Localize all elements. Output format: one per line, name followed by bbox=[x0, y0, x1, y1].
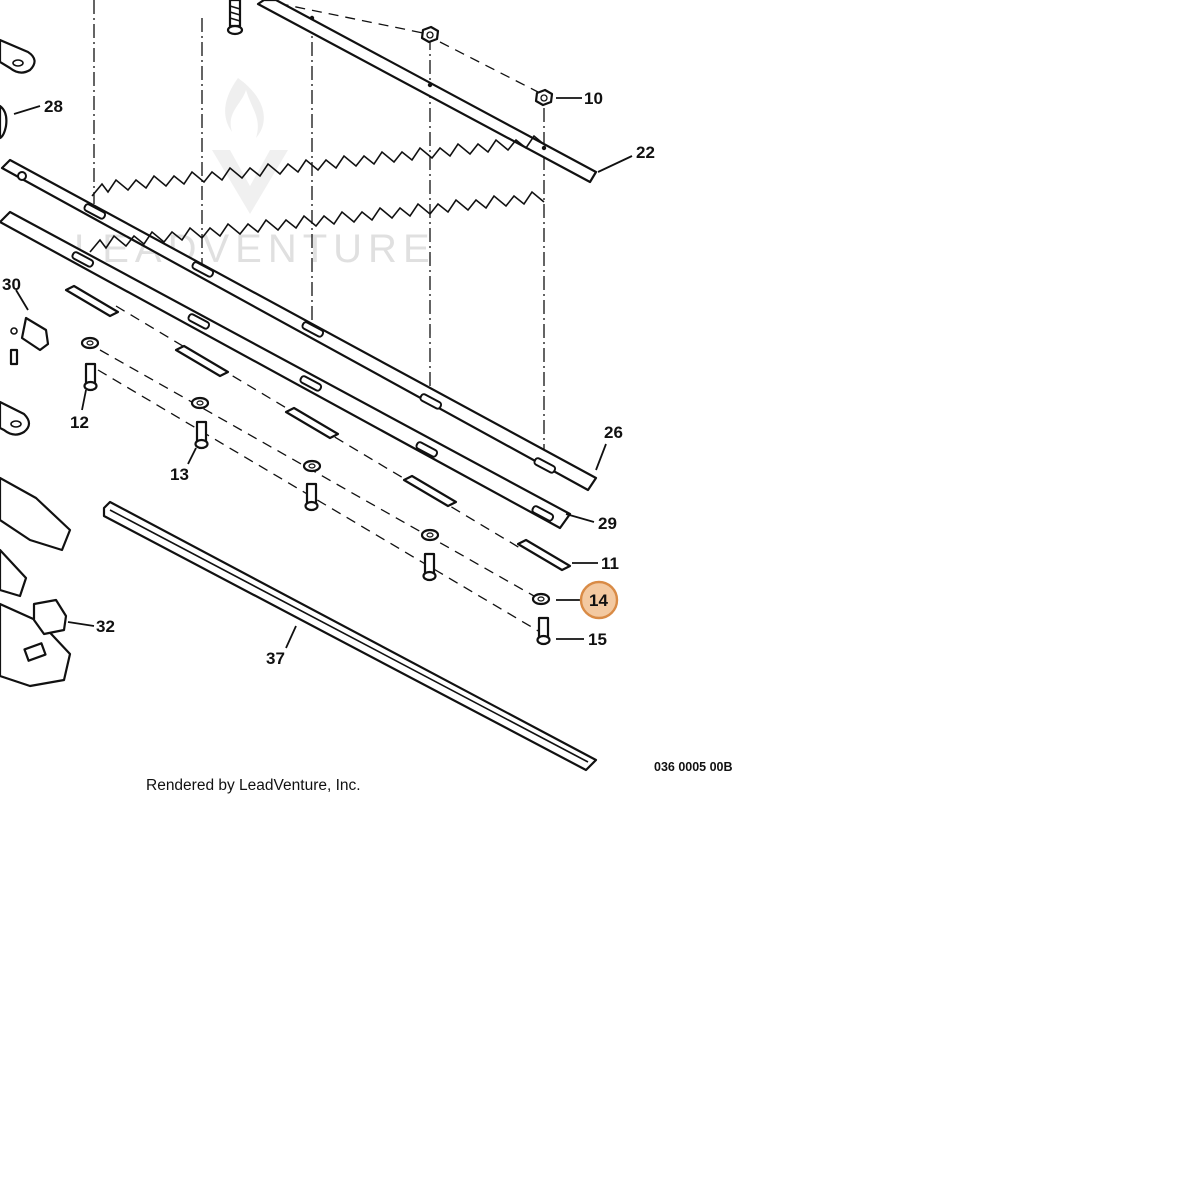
callout-15[interactable]: 15 bbox=[588, 630, 607, 649]
washers-14 bbox=[80, 336, 551, 606]
bar-22 bbox=[256, 0, 598, 184]
blade-29 bbox=[0, 190, 572, 530]
callout-12[interactable]: 12 bbox=[70, 413, 89, 432]
slide-pieces-11 bbox=[64, 284, 572, 572]
nut-10 bbox=[534, 88, 554, 107]
nut-upper bbox=[420, 25, 440, 44]
left-links bbox=[0, 38, 72, 688]
render-credit: Rendered by LeadVenture, Inc. bbox=[146, 777, 361, 794]
bracket-30 bbox=[9, 316, 50, 366]
callout-37[interactable]: 37 bbox=[266, 649, 285, 668]
callout-28[interactable]: 28 bbox=[44, 97, 63, 116]
callout-30[interactable]: 30 bbox=[2, 275, 21, 294]
callout-14[interactable]: 14 bbox=[589, 591, 608, 610]
guard-bar-37 bbox=[102, 500, 598, 772]
leader-lines bbox=[13, 97, 633, 649]
top-bolt bbox=[226, 0, 244, 36]
guide-lines bbox=[97, 305, 541, 633]
drawing-code: 036 0005 00B bbox=[654, 760, 733, 774]
bolts bbox=[83, 362, 551, 646]
clip-32 bbox=[32, 598, 68, 636]
highlight-14 bbox=[579, 580, 619, 620]
blade-26 bbox=[0, 134, 598, 492]
callout-29[interactable]: 29 bbox=[598, 514, 617, 533]
callout-11[interactable]: 11 bbox=[601, 554, 619, 573]
callout-22[interactable]: 22 bbox=[636, 143, 655, 162]
watermark-logo bbox=[212, 78, 288, 214]
callout-13[interactable]: 13 bbox=[170, 465, 189, 484]
callout-10[interactable]: 10 bbox=[584, 89, 603, 108]
callout-26[interactable]: 26 bbox=[604, 423, 623, 442]
callout-32[interactable]: 32 bbox=[96, 617, 115, 636]
